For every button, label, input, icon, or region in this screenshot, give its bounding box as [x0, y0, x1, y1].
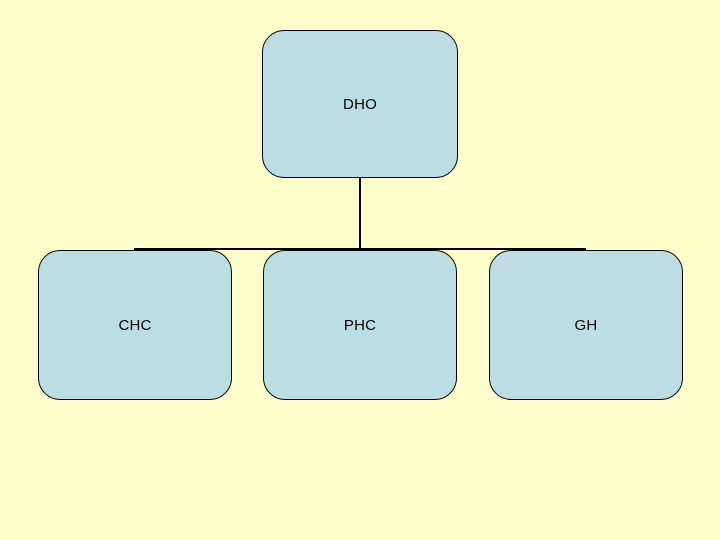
node-phc[interactable]: PHC — [263, 250, 457, 400]
connector-root-stem — [359, 178, 361, 250]
node-label-phc: PHC — [343, 316, 377, 334]
node-gh[interactable]: GH — [489, 250, 683, 400]
node-label-gh: GH — [574, 316, 598, 334]
node-chc[interactable]: CHC — [38, 250, 232, 400]
connector-horizontal-bus — [134, 248, 586, 250]
node-dho[interactable]: DHO — [262, 30, 458, 178]
node-label-chc: CHC — [118, 316, 152, 334]
node-label-dho: DHO — [343, 95, 377, 113]
